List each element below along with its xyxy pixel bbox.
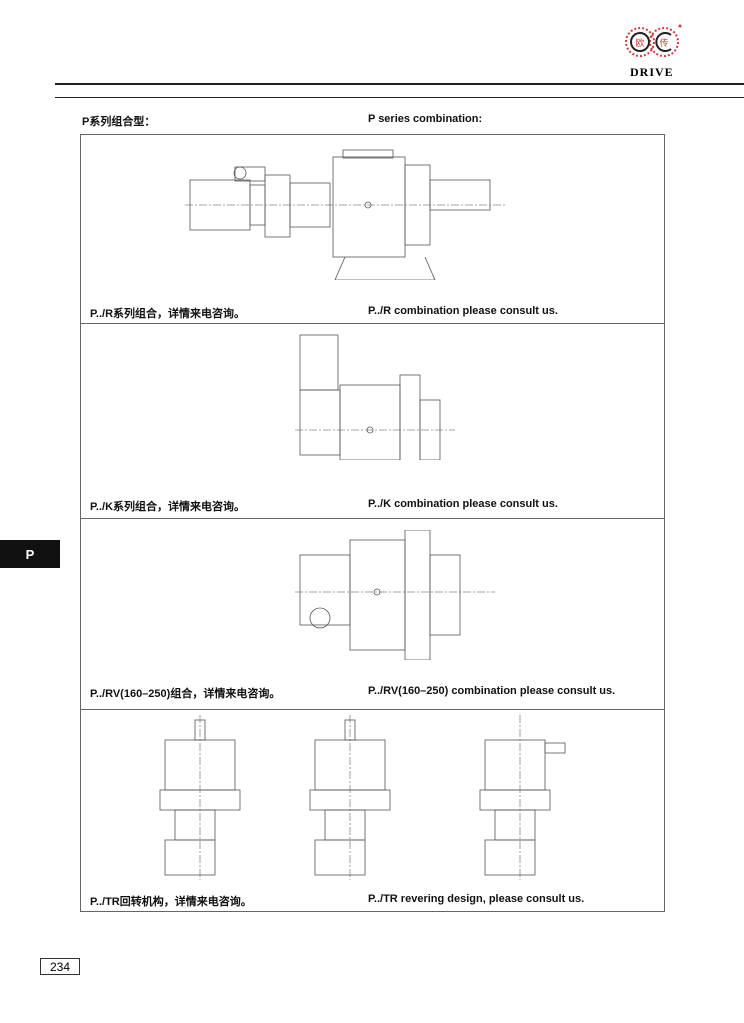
page-number: 234 bbox=[40, 958, 80, 975]
logo-char: 欧 bbox=[635, 37, 644, 48]
caption-cn: P../R系列组合，详情来电咨询。 bbox=[90, 308, 246, 320]
divider bbox=[80, 518, 665, 519]
combination-table bbox=[80, 134, 665, 912]
r-combination-drawing bbox=[185, 149, 505, 280]
rv-combination-drawing bbox=[295, 530, 495, 660]
divider bbox=[80, 709, 665, 710]
tr-combination-drawings bbox=[159, 715, 566, 880]
caption-en: P../K combination please consult us. bbox=[368, 498, 558, 510]
caption-en: P../TR revering design, please consult u… bbox=[368, 893, 585, 905]
logo-text: DRIVE bbox=[630, 65, 674, 79]
caption-en: P../R combination please consult us. bbox=[368, 305, 558, 317]
caption-en: P../RV(160–250) combination please consu… bbox=[368, 685, 616, 697]
title-cn: P系列组合型： bbox=[82, 116, 156, 128]
logo-char: 传 bbox=[659, 37, 668, 48]
header-rule-thin bbox=[55, 97, 744, 98]
logo: 欧 传 DRIVE bbox=[622, 20, 684, 80]
k-combination-drawing bbox=[295, 334, 455, 460]
caption-cn: P../K系列组合，详情来电咨询。 bbox=[90, 501, 246, 513]
caption-cn: P../TR回转机构，详情来电咨询。 bbox=[90, 896, 252, 908]
header-rule bbox=[55, 83, 744, 85]
caption-cn: P../RV(160–250)组合，详情来电咨询。 bbox=[90, 688, 281, 700]
section-tab-p[interactable]: P bbox=[0, 540, 60, 568]
gear-logo-icon: 欧 传 bbox=[625, 24, 682, 57]
title-en: P series combination: bbox=[368, 113, 483, 125]
divider bbox=[80, 323, 665, 324]
